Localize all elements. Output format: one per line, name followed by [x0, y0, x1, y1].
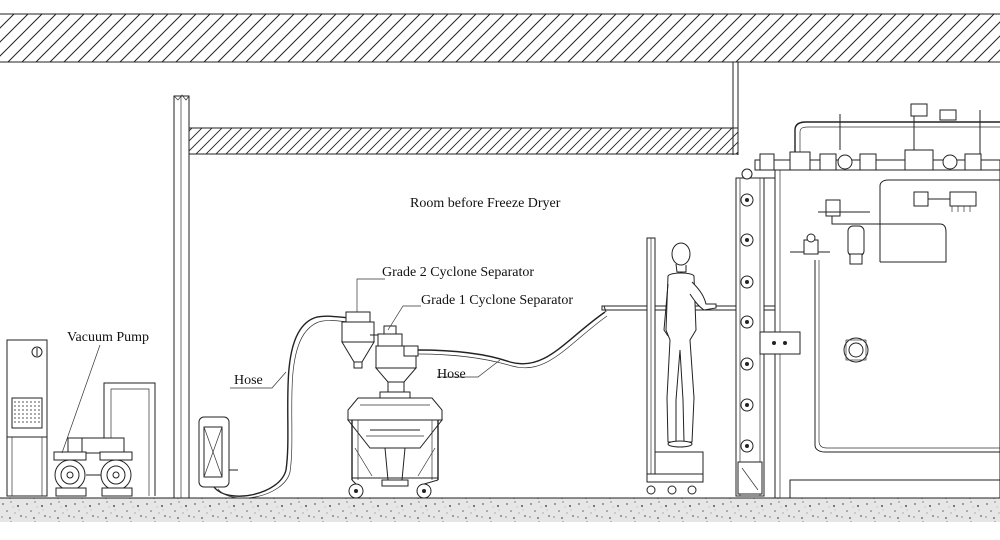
label-vacuum-pump: Vacuum Pump [67, 330, 149, 345]
label-grade-1-cyclone: Grade 1 Cyclone Separator [421, 293, 573, 308]
label-hose-left: Hose [234, 373, 263, 388]
grade-1-cyclone [374, 325, 419, 393]
cyclone-hopper-cart [346, 391, 444, 499]
door-hinges [740, 168, 754, 453]
label-grade-2-cyclone: Grade 2 Cyclone Separator [382, 265, 534, 280]
filter-box [198, 416, 238, 488]
partition-wall [173, 94, 190, 499]
label-hose-right: Hose [437, 367, 466, 382]
hose-right [417, 311, 608, 369]
freeze-dryer [735, 103, 1000, 499]
vacuum-pump-cabinet [6, 339, 48, 497]
ceiling [0, 13, 1000, 63]
operator-figure [663, 242, 717, 448]
label-room: Room before Freeze Dryer [410, 196, 561, 211]
leader-lines [61, 278, 501, 454]
operator-platform [646, 237, 704, 495]
ceiling-beam [188, 127, 739, 155]
hose-left [213, 315, 351, 499]
floor [0, 497, 1000, 522]
vacuum-pumps [53, 382, 156, 497]
dryer-room-wall [732, 62, 739, 155]
